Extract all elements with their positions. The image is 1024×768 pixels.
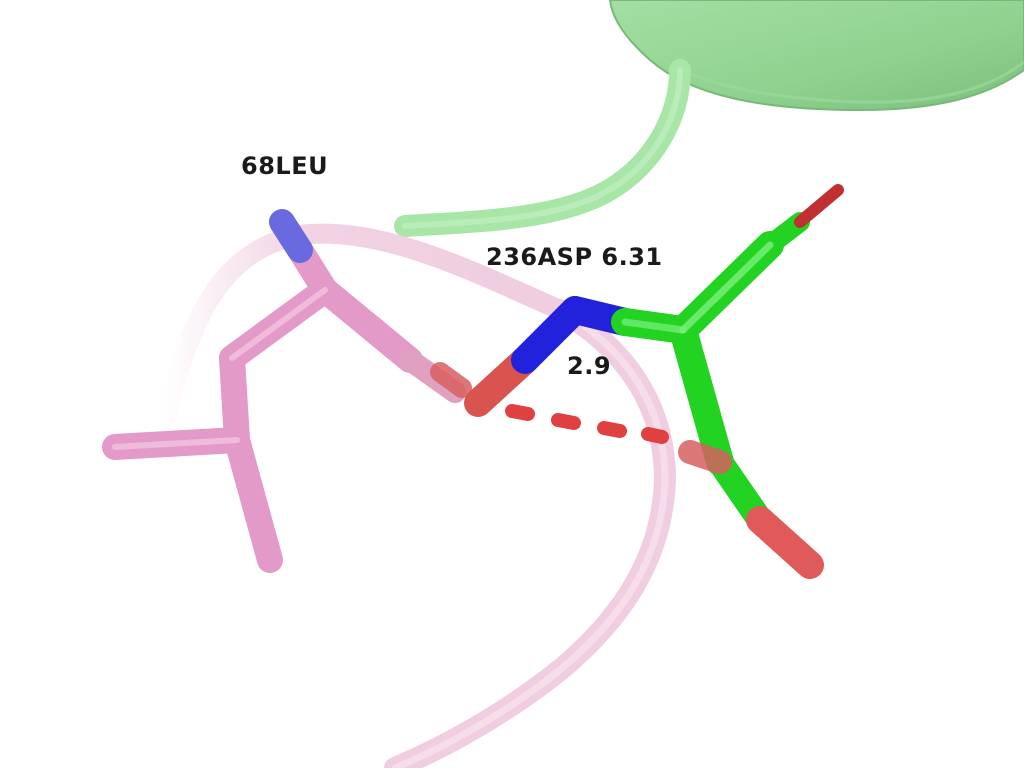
residue-asp236-sticks [464,212,824,579]
residue-label-leu68: 68LEU [241,152,329,180]
residue-label-asp236: 236ASP 6.31 [486,243,663,271]
distance-label: 2.9 [567,352,612,380]
leu-oxygen-atom [430,362,472,398]
asp-oxygen-stub [794,184,844,228]
leu-nitrogen-atom [269,209,313,263]
hbond-dashes [505,404,669,444]
green-helix [608,0,1024,112]
green-loop-ribbon [394,59,691,237]
